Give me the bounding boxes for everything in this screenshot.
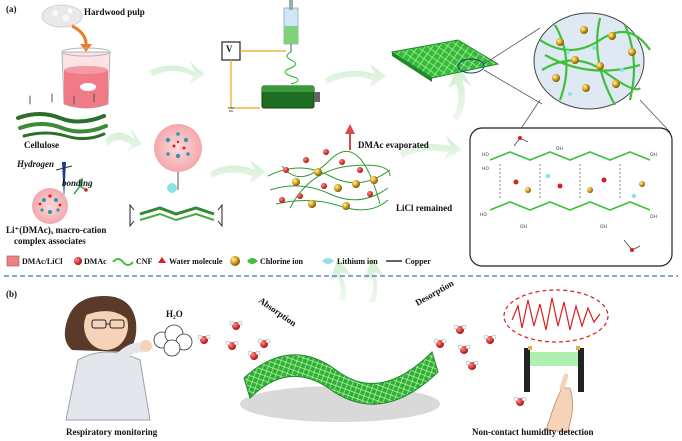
fiber-mat-icon — [390, 27, 543, 105]
hydrogen-label: Hydrogen — [17, 159, 54, 169]
beaker-icon — [61, 47, 111, 109]
solvated-complex-icon — [129, 124, 223, 228]
legend-dmac: DMAc — [84, 257, 107, 266]
legend-cnf: CNF — [136, 257, 153, 266]
legend-dmac-licl: DMAc/LiCl — [22, 257, 63, 266]
person-illustration — [64, 296, 152, 421]
complex-label-line1: Li⁺(DMAc)ₓ macro-cation — [6, 225, 107, 235]
signal-bubble — [503, 289, 609, 343]
bonding-label: bonding — [62, 178, 93, 188]
voltage-label: V — [226, 44, 233, 54]
legend-lithium-ion: Lithium ion — [337, 257, 378, 266]
svg-text:OH: OH — [556, 146, 563, 152]
process-arrows — [105, 62, 472, 302]
legend-chlorine-ion: Chlorine ion — [260, 257, 303, 266]
water-molecules — [197, 320, 527, 406]
humidity-device-icon — [524, 346, 584, 433]
legend-water-molecule: Water molecule — [169, 257, 223, 266]
dmac-evaporated-label: DMAc evaporated — [358, 140, 429, 150]
licl-remained-label: LiCl remained — [396, 203, 453, 213]
svg-text:OH: OH — [520, 224, 527, 230]
legend-icons — [6, 255, 402, 267]
electrospinning-setup — [221, 0, 320, 112]
fiber-network-icon — [267, 124, 391, 211]
respiratory-monitoring-label: Respiratory monitoring — [66, 427, 158, 437]
li-complex-icon — [32, 177, 88, 224]
breath-cloud-icon — [153, 324, 193, 357]
sensor-film-icon — [240, 351, 440, 422]
panel-b-label: (b) — [6, 289, 17, 299]
svg-text:HO: HO — [482, 166, 489, 172]
svg-text:HO: HO — [480, 212, 487, 218]
cellulose-label: Cellulose — [24, 140, 59, 150]
svg-text:OH: OH — [650, 152, 657, 158]
panel-a-label: (a) — [6, 4, 17, 14]
legend-copper: Copper — [405, 257, 431, 266]
cellulose-chains-icon — [16, 93, 108, 141]
complex-label-line2: complex associates — [14, 236, 86, 246]
hydrogen-bond-arrow — [62, 162, 66, 200]
svg-text:OH: OH — [600, 224, 607, 230]
noncontact-detection-label: Non-contact humidity detection — [472, 427, 594, 437]
svg-text:HO: HO — [482, 152, 489, 158]
svg-text:OH: OH — [650, 214, 657, 220]
hardwood-pulp-label: Hardwood pulp — [84, 7, 145, 17]
hardwood-pulp-icon — [41, 4, 92, 52]
h2o-label: H₂O — [166, 309, 183, 319]
molecular-structure-box: HO HO HO OH OH OH OH OH — [469, 127, 673, 267]
fiber-zoom-circle — [519, 12, 671, 133]
